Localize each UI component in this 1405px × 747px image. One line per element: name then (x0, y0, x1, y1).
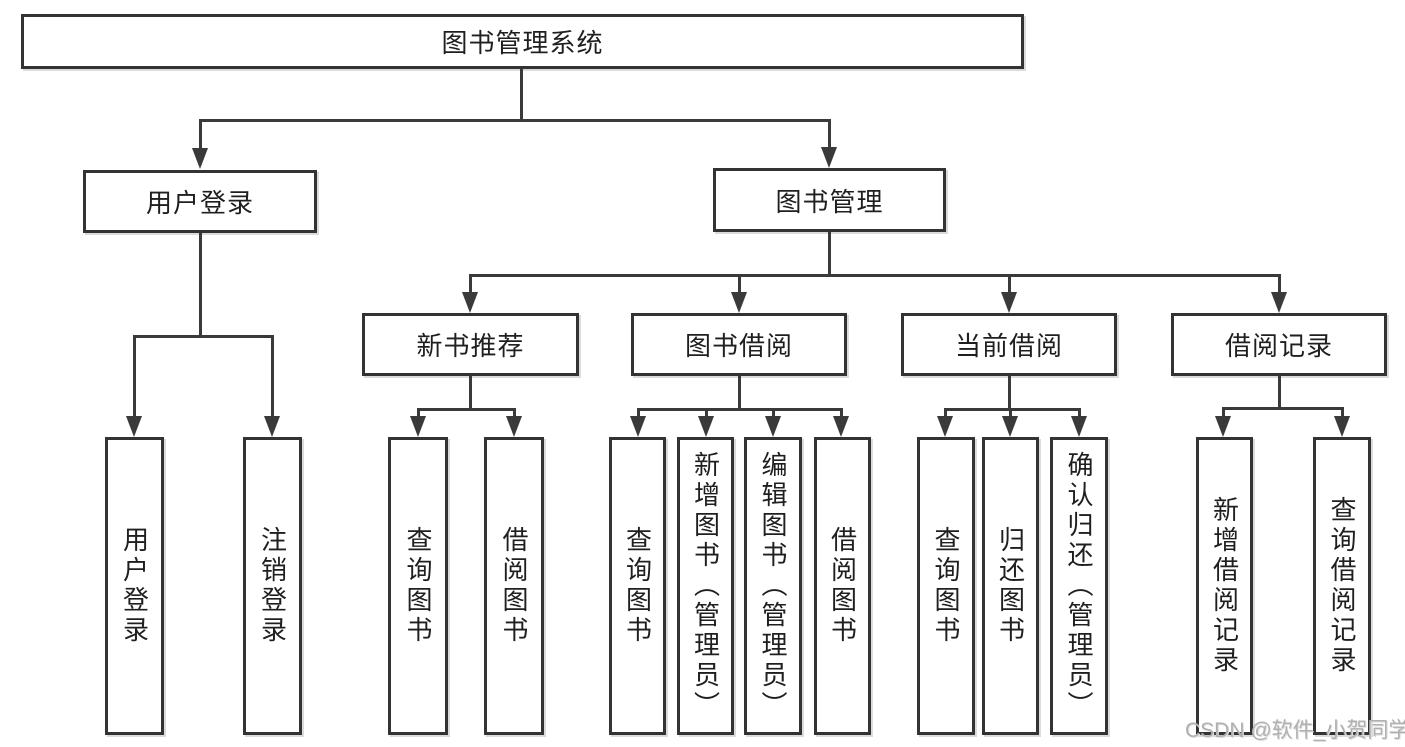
leaf-query-borrow-record: 查询借阅记录 (1313, 437, 1371, 735)
arrow-down-icon (1071, 416, 1087, 437)
leaf-logout-label: 注销登录 (257, 526, 288, 646)
connector-line (199, 233, 202, 335)
connector-line (944, 408, 947, 417)
arrow-down-icon (1002, 416, 1018, 437)
arrow-down-icon (462, 292, 478, 313)
leaf-user-login-label: 用户登录 (119, 526, 150, 646)
leaf-recommend-query-books-label: 查询图书 (403, 526, 433, 646)
connector-line (1008, 376, 1011, 408)
connector-line (1078, 408, 1081, 417)
connector-line (637, 408, 842, 411)
leaf-recommend-borrow-books: 借阅图书 (484, 437, 544, 735)
leaf-confirm-return-admin-label: 确认归还（管理员） (1064, 451, 1094, 721)
connector-line (828, 119, 831, 148)
connector-line (944, 408, 1081, 411)
connector-line (417, 408, 515, 411)
connector-line (133, 335, 274, 338)
arrow-down-icon (1334, 416, 1350, 437)
connector-line (199, 119, 202, 148)
connector-line (133, 335, 136, 416)
connector-line (469, 376, 472, 408)
connector-line (1222, 407, 1344, 410)
leaf-borrow-books-label: 借阅图书 (827, 526, 858, 646)
csdn-watermark: CSDN @软件_小贺同学 (1185, 719, 1405, 742)
connector-line (520, 69, 523, 119)
connector-line (271, 335, 274, 416)
connector-line (705, 408, 708, 417)
connector-line (469, 274, 1281, 277)
arrow-down-icon (506, 416, 522, 437)
connector-line (1009, 408, 1012, 417)
leaf-query-borrow-record-label: 查询借阅记录 (1327, 496, 1357, 676)
leaf-borrow-books: 借阅图书 (814, 437, 871, 735)
arrow-down-icon (264, 416, 280, 437)
leaf-edit-book-admin-label: 编辑图书（管理员） (758, 451, 788, 721)
connector-line (417, 408, 420, 417)
leaf-edit-book-admin: 编辑图书（管理员） (744, 437, 802, 735)
leaf-return-books-label: 归还图书 (995, 526, 1026, 646)
arrow-down-icon (1001, 292, 1017, 313)
arrow-down-icon (410, 416, 426, 437)
connector-line (828, 232, 831, 274)
arrow-down-icon (821, 147, 837, 168)
connector-line (840, 408, 843, 417)
connector-line (1222, 407, 1225, 417)
leaf-logout: 注销登录 (243, 437, 302, 735)
node-book-management: 图书管理 (713, 168, 946, 232)
connector-line (738, 376, 741, 408)
connector-line (1278, 274, 1281, 292)
arrow-down-icon (937, 416, 953, 437)
connector-line (772, 408, 775, 417)
connector-line (1278, 376, 1281, 407)
node-borrow-records: 借阅记录 (1171, 313, 1387, 376)
leaf-confirm-return-admin: 确认归还（管理员） (1050, 437, 1108, 735)
leaf-add-borrow-record-label: 新增借阅记录 (1209, 496, 1240, 676)
arrow-down-icon (630, 416, 646, 437)
connector-line (1008, 274, 1011, 292)
leaf-return-books: 归还图书 (982, 437, 1039, 735)
leaf-borrow-query-books: 查询图书 (609, 437, 666, 735)
node-book-borrow: 图书借阅 (631, 313, 847, 376)
leaf-borrow-query-books-label: 查询图书 (622, 526, 653, 646)
arrow-down-icon (765, 416, 781, 437)
leaf-current-query-books-label: 查询图书 (931, 526, 961, 646)
leaf-add-book-admin: 新增图书（管理员） (677, 437, 734, 735)
connector-line (199, 119, 831, 122)
arrow-down-icon (833, 416, 849, 437)
arrow-down-icon (126, 416, 142, 437)
connector-line (738, 274, 741, 292)
connector-line (513, 408, 516, 417)
arrow-down-icon (192, 148, 208, 169)
arrow-down-icon (731, 292, 747, 313)
leaf-recommend-query-books: 查询图书 (388, 437, 448, 735)
node-user-login: 用户登录 (83, 170, 317, 233)
arrow-down-icon (1215, 416, 1231, 437)
arrow-down-icon (1271, 292, 1287, 313)
node-current-borrow: 当前借阅 (901, 313, 1117, 376)
node-new-book-recommend: 新书推荐 (362, 313, 579, 376)
leaf-user-login: 用户登录 (105, 437, 164, 735)
arrow-down-icon (698, 416, 714, 437)
leaf-current-query-books: 查询图书 (917, 437, 975, 735)
leaf-add-borrow-record: 新增借阅记录 (1196, 437, 1253, 735)
connector-line (469, 274, 472, 292)
connector-line (1341, 407, 1344, 417)
node-root: 图书管理系统 (21, 14, 1024, 69)
connector-line (637, 408, 640, 417)
leaf-add-book-admin-label: 新增图书（管理员） (690, 451, 721, 721)
leaf-recommend-borrow-books-label: 借阅图书 (499, 526, 529, 646)
